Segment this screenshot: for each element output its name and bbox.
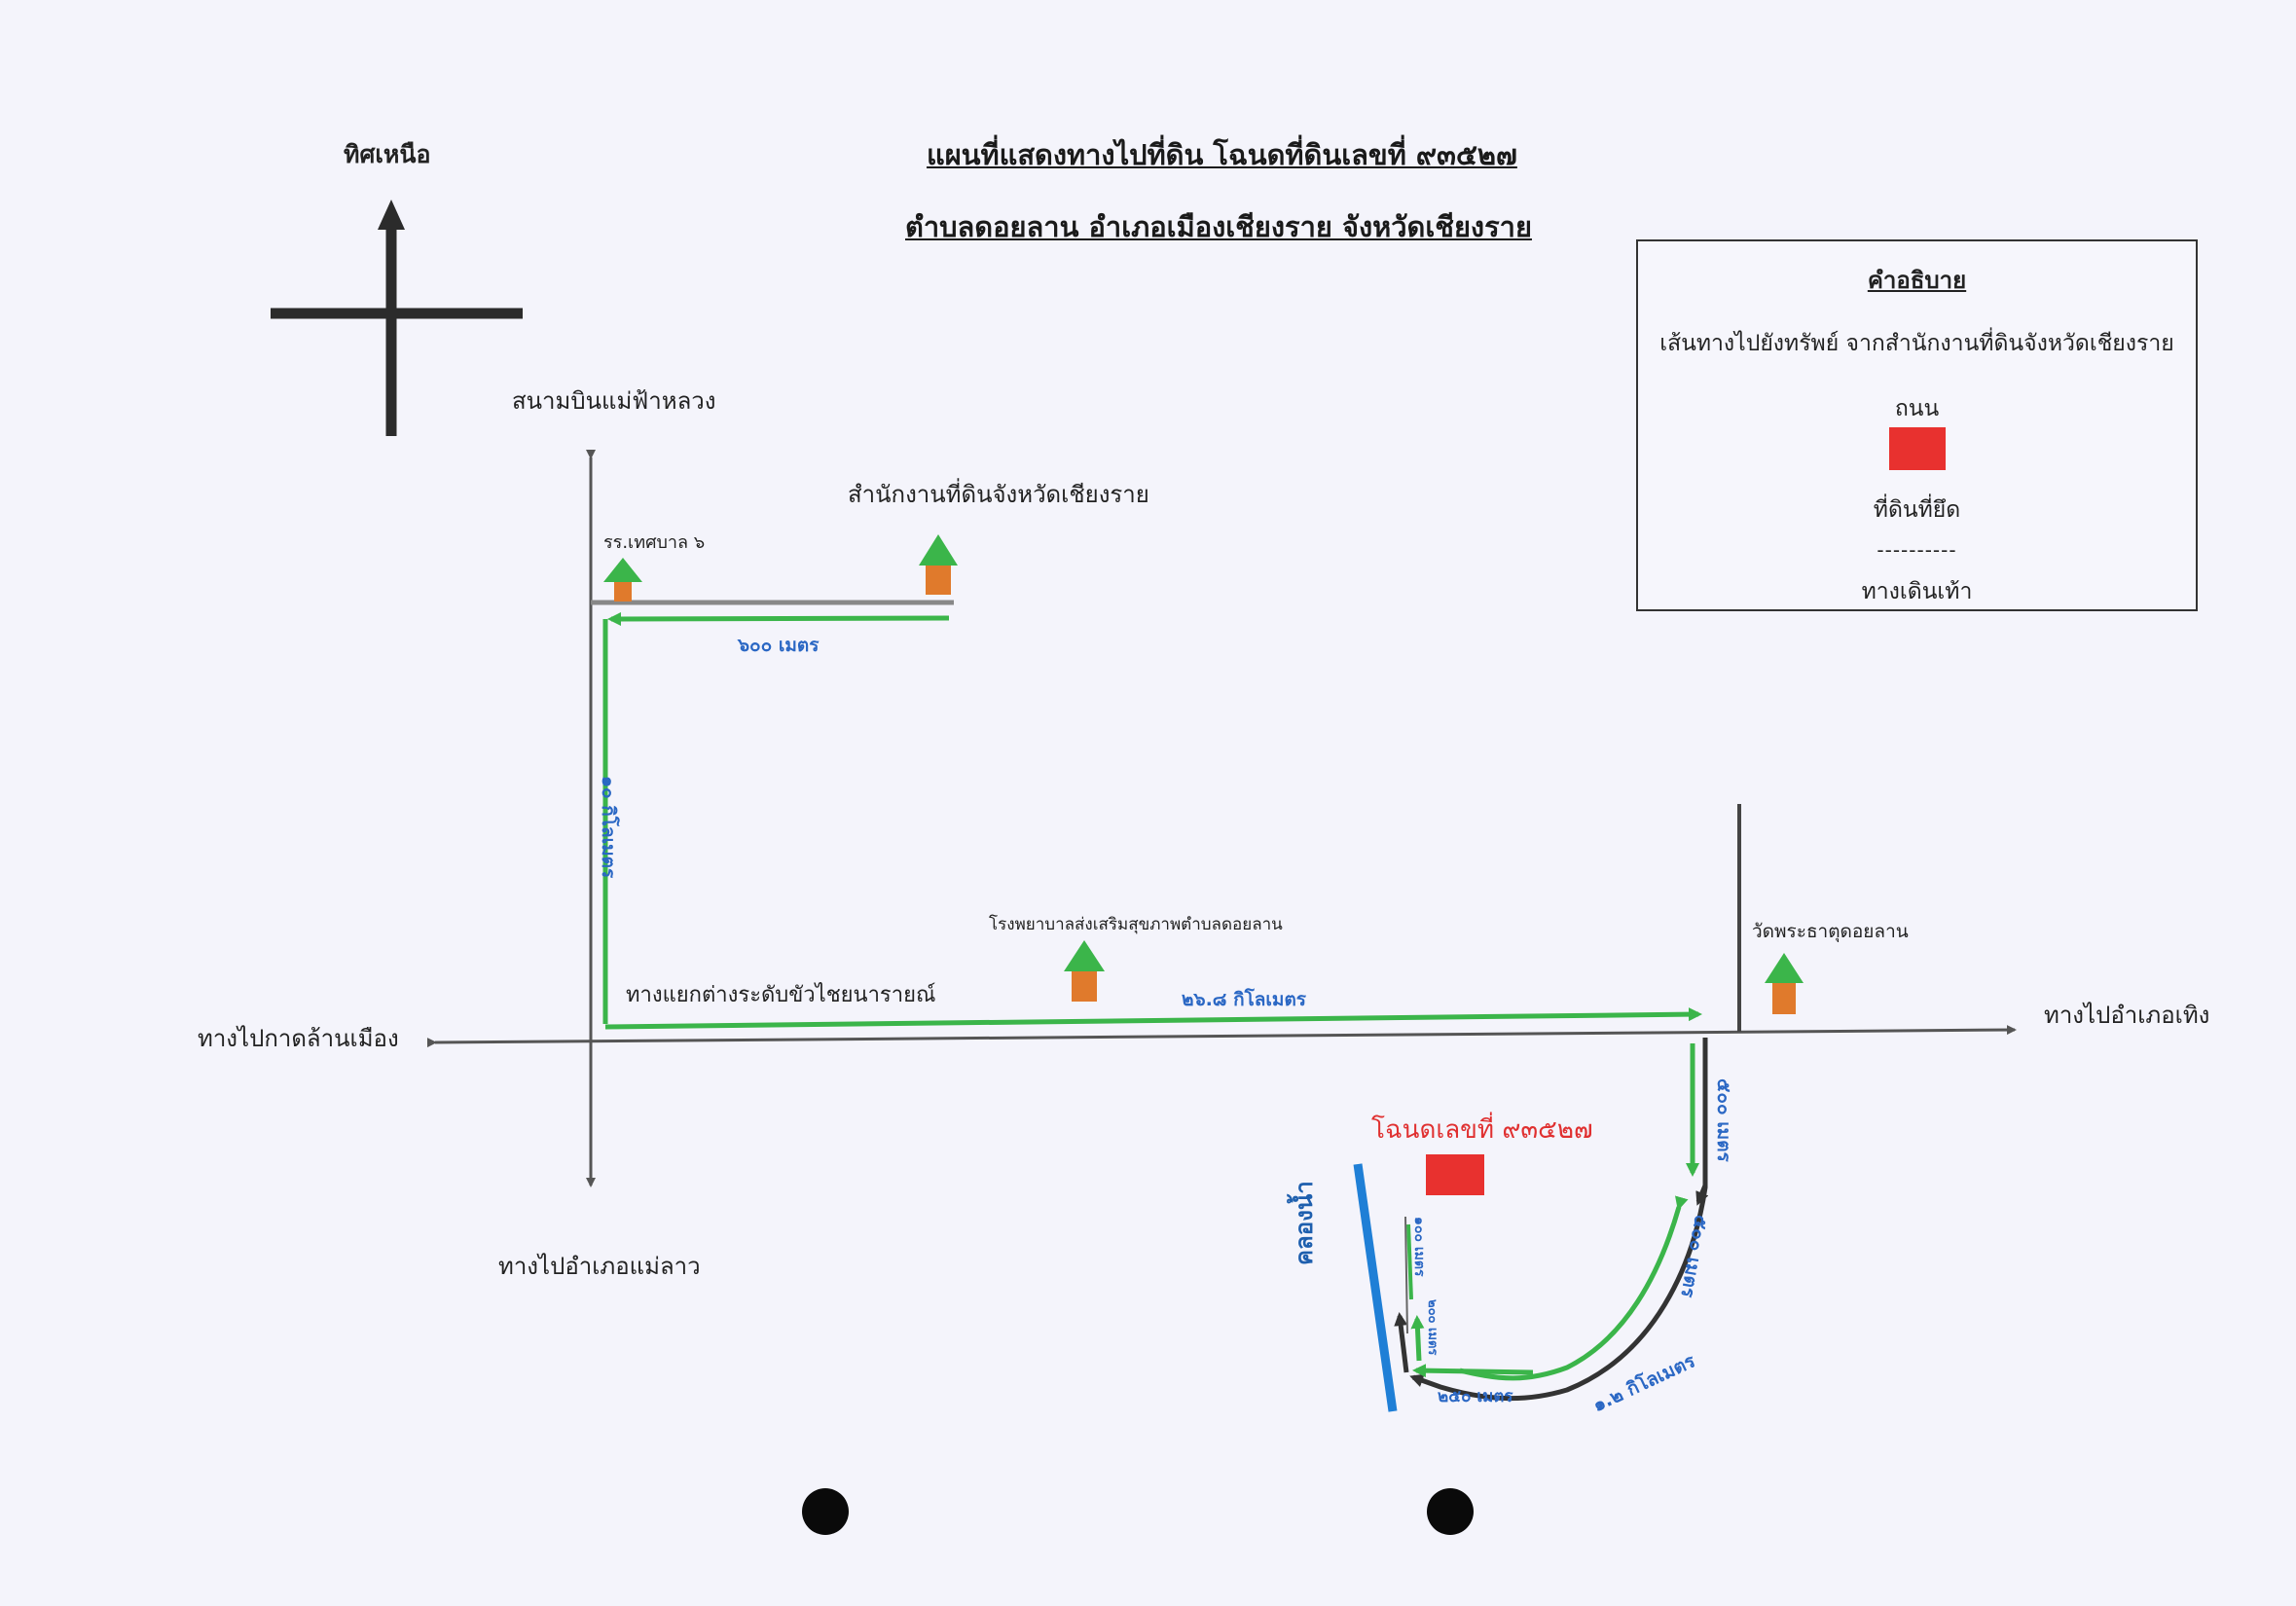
label-to-maelao: ทางไปอำเภอแม่ลาว (498, 1253, 701, 1280)
roads (426, 450, 2017, 1187)
punch-hole-icon (1427, 1488, 1474, 1535)
map-title: แผนที่แสดงทางไปที่ดิน โฉนดที่ดินเลขที่ ๙… (927, 138, 1517, 171)
dist-26-8km: ๒๖.๘ กิโลเมตร (1182, 989, 1306, 1010)
road-east-west (426, 1025, 2017, 1048)
label-airport: สนามบินแม่ฟ้าหลวง (512, 387, 716, 415)
label-to-kad: ทางไปกาดล้านเมือง (198, 1025, 399, 1052)
legend-box: คำอธิบาย เส้นทางไปยังทรัพย์ จากสำนักงานท… (1636, 239, 2198, 611)
legend-route-label: เส้นทางไปยังทรัพย์ จากสำนักงานที่ดินจังห… (1659, 331, 2174, 356)
legend-title: คำอธิบาย (1867, 267, 1967, 294)
punch-hole-icon (802, 1488, 849, 1535)
label-canal: คลองน้ำ (1291, 1181, 1318, 1265)
canal-line (1353, 1163, 1398, 1412)
dist-600m: ๖๐๐ เมตร (738, 635, 820, 656)
label-school: รร.เทศบาล ๖ (603, 532, 706, 553)
legend-land-label: ที่ดินที่ยึด (1873, 497, 1961, 523)
north-arrow-icon (271, 200, 523, 436)
landmark-arrow-icon (1064, 940, 1105, 1002)
label-intersection: ทางแยกต่างระดับขัวไชยนารายณ์ (626, 983, 936, 1007)
landmark-arrow-icon (603, 558, 642, 602)
landmark-arrow-icon (1765, 953, 1804, 1014)
legend-dash-mark: ---------- (1877, 538, 1957, 562)
dist-500m-a: ๕๐๐ เมตร (1713, 1078, 1734, 1162)
legend-land-swatch (1889, 427, 1946, 470)
route-path (602, 611, 1702, 1177)
north-label: ทิศเหนือ (344, 140, 431, 168)
dist-250m: ๒๕๐ เมตร (1438, 1387, 1513, 1406)
dist-10km: ๑๐ กิโลเมตร (598, 776, 619, 879)
dist-200m: ๒๐๐ เมตร (1425, 1299, 1440, 1356)
land-parcel-icon (1426, 1154, 1484, 1195)
dist-100m: ๑๐๐ เมตร (1411, 1217, 1427, 1277)
landmark-arrow-icon (919, 534, 958, 595)
label-parcel: โฉนดเลขที่ ๙๓๕๒๗ (1371, 1115, 1593, 1145)
label-to-thoeng: ทางไปอำเภอเทิง (2044, 1002, 2210, 1029)
label-temple: วัดพระธาตุดอยลาน (1752, 921, 1909, 942)
label-hospital: โรงพยาบาลส่งเสริมสุขภาพตำบลดอยลาน (989, 915, 1283, 934)
map-subtitle: ตำบลดอยลาน อำเภอเมืองเชียงราย จังหวัดเชี… (905, 210, 1532, 243)
legend-road-label: ถนน (1894, 396, 1940, 421)
branch-road (1394, 1038, 1709, 1402)
legend-footpath-label: ทางเดินเท้า (1861, 579, 1973, 604)
label-land-office: สำนักงานที่ดินจังหวัดเชียงราย (848, 481, 1149, 508)
